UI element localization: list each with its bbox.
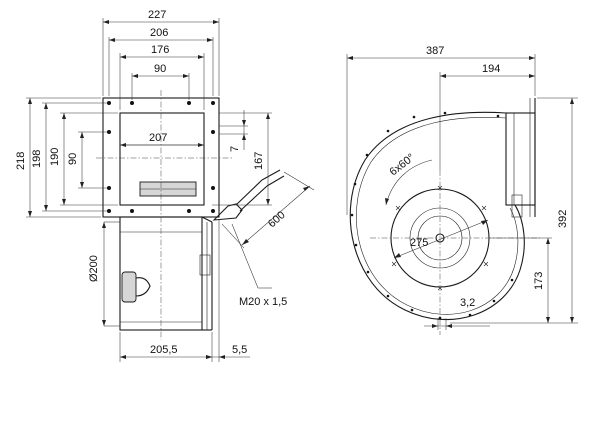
label-387: 387 [426, 45, 444, 57]
dim-392: 392 [450, 97, 578, 324]
dim-90-top: 90 [131, 63, 190, 100]
label-205-5: 205,5 [150, 344, 178, 356]
flange-opening [119, 112, 205, 206]
outlet-duct [505, 112, 536, 206]
dim-190: 190 [49, 112, 118, 206]
dim-167: 167 [212, 112, 272, 206]
label-167: 167 [253, 152, 265, 170]
dim-173: 173 [490, 237, 552, 323]
label-194: 194 [482, 63, 500, 75]
label-7: 7 [229, 146, 241, 152]
label-275: 275 [410, 237, 428, 249]
dim-205-5: 205,5 [119, 332, 213, 362]
dim-176: 176 [119, 44, 205, 110]
label-392: 392 [557, 210, 569, 228]
label-90-top: 90 [154, 63, 166, 75]
label-200-diameter: Ø200 [88, 255, 100, 282]
dim-6x60: 6x60° [385, 152, 433, 206]
dim-200-diameter: Ø200 [88, 221, 120, 327]
front-view [349, 98, 540, 335]
label-600: 600 [266, 209, 288, 230]
cable-outlet [212, 203, 243, 221]
label-3-2: 3,2 [460, 297, 475, 309]
label-5-5: 5,5 [232, 344, 247, 356]
dim-206: 206 [108, 27, 214, 96]
label-190: 190 [49, 148, 61, 166]
label-6x60: 6x60° [387, 152, 417, 179]
dim-227: 227 [102, 9, 220, 96]
label-227: 227 [148, 9, 166, 21]
volute-rivets [350, 111, 514, 320]
dim-218: 218 [15, 97, 101, 218]
dim-198: 198 [31, 102, 107, 212]
dim-194: 194 [439, 63, 535, 170]
thread-callout: M20 x 1,5 [231, 223, 287, 308]
dim-7: 7 [219, 110, 248, 152]
label-thread: M20 x 1,5 [239, 296, 287, 308]
label-176: 176 [151, 44, 169, 56]
dim-387: 387 [346, 45, 536, 215]
dim-275: 275 [393, 219, 489, 259]
label-173: 173 [533, 272, 545, 290]
dim-90-left: 90 [67, 131, 107, 189]
label-198: 198 [31, 150, 43, 168]
cable-gland [121, 271, 137, 303]
dim-207: 207 [120, 132, 204, 147]
volute-outer [349, 111, 525, 321]
label-206: 206 [150, 27, 168, 39]
dim-3-2: 3,2 [424, 297, 490, 330]
label-90-left: 90 [67, 153, 79, 165]
flange-bolt-holes [107, 101, 215, 213]
label-207: 207 [149, 132, 167, 144]
label-218: 218 [15, 152, 27, 170]
dim-5-5: 5,5 [206, 219, 250, 362]
